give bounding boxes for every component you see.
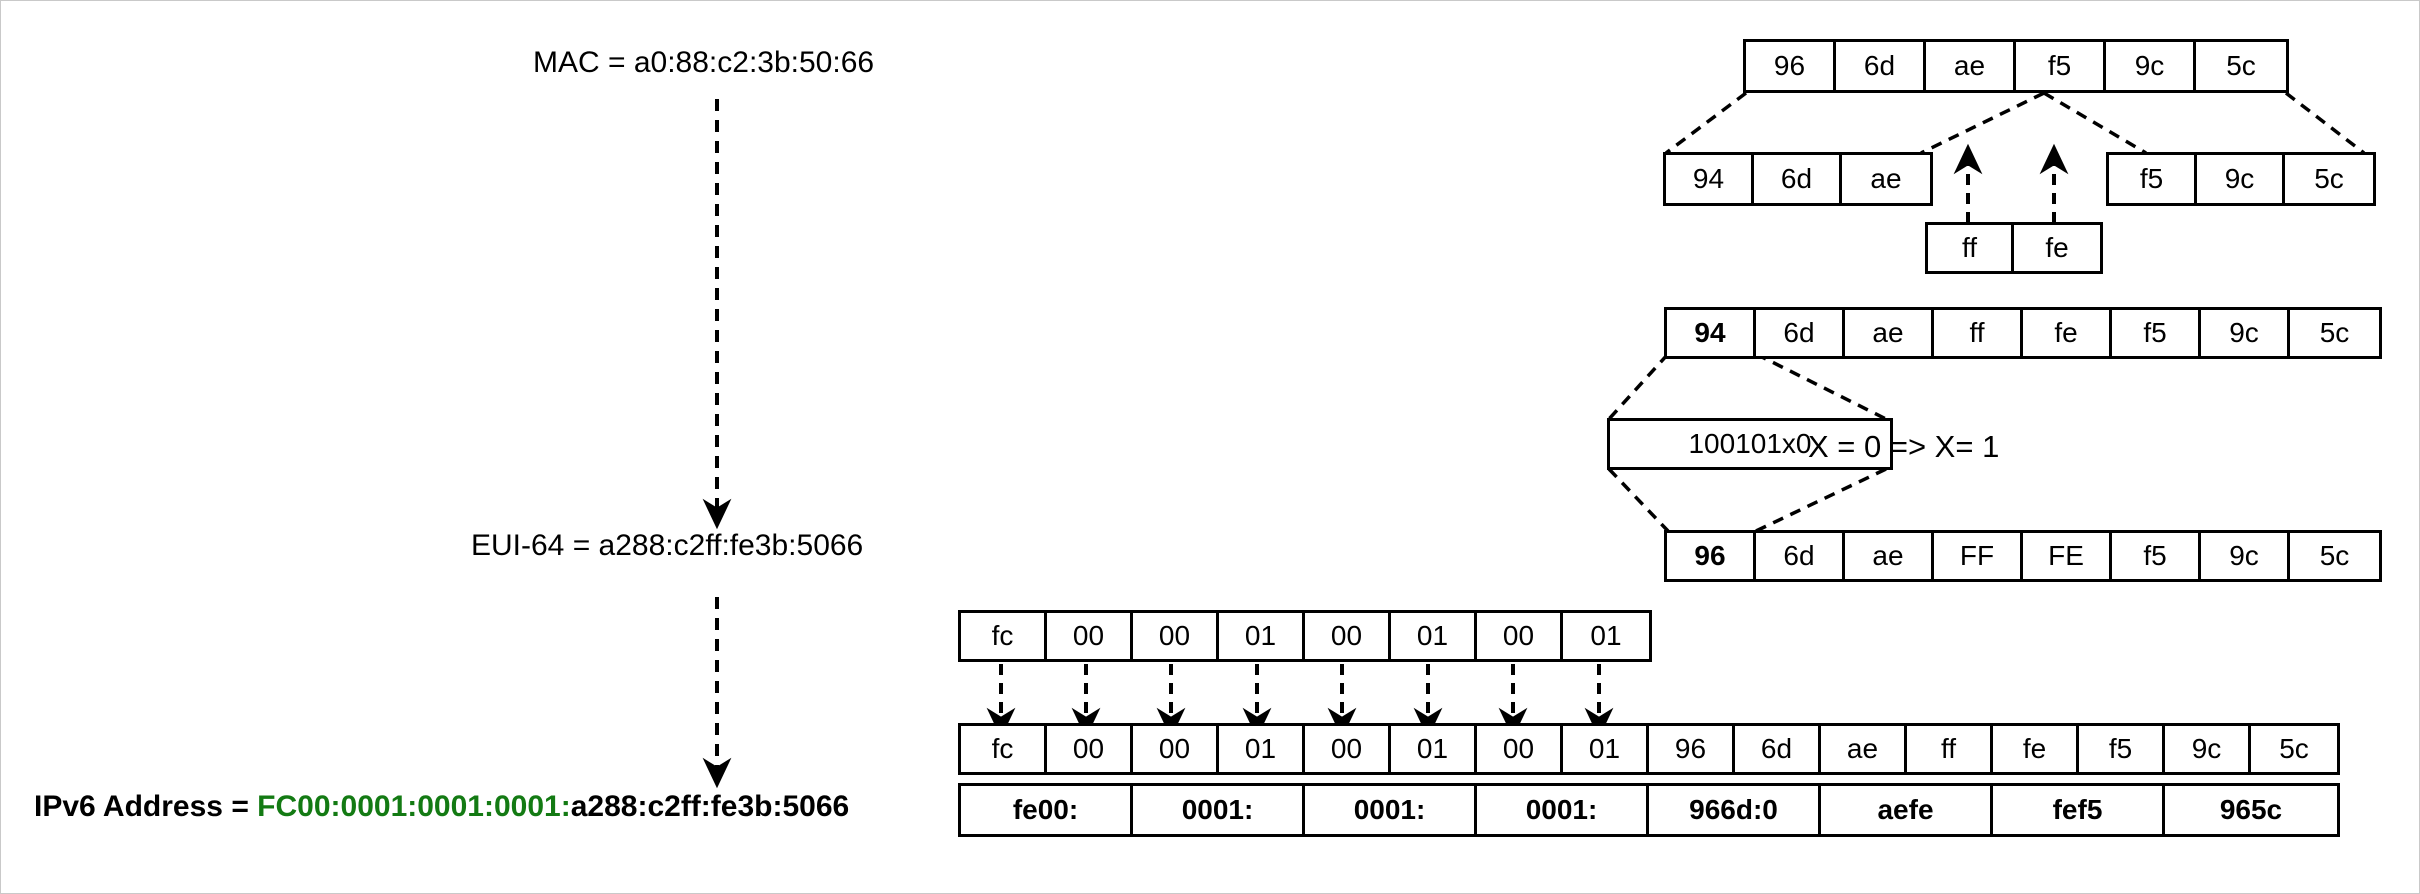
hex-cell: fe xyxy=(1993,726,2079,772)
hex-cell: 01 xyxy=(1219,726,1305,772)
hex-cell: 01 xyxy=(1563,726,1649,772)
hex-cell: 00 xyxy=(1305,726,1391,772)
bit-flip-note: X = 0 => X= 1 xyxy=(1808,429,2000,464)
hex-cell: 965c xyxy=(2165,786,2337,834)
hex-cell: ae xyxy=(1845,310,1934,356)
hex-cell: 00 xyxy=(1047,726,1133,772)
hex-cell: aefe xyxy=(1821,786,1993,834)
hex-cell: 0001: xyxy=(1133,786,1305,834)
hex-cell: fe xyxy=(2014,225,2100,271)
hex-cell: 00 xyxy=(1133,726,1219,772)
hex-cell: f5 xyxy=(2112,533,2201,579)
dash-mac-left-outer xyxy=(1664,91,1748,155)
hex-cell: 9c xyxy=(2201,533,2290,579)
mac-address-label: MAC = a0:88:c2:3b:50:66 xyxy=(533,46,875,79)
hex-cell: fc xyxy=(961,613,1047,659)
hex-cell: FF xyxy=(1934,533,2023,579)
hex-cell: 01 xyxy=(1391,726,1477,772)
eui64-address-label: EUI-64 = a288:c2ff:fe3b:5066 xyxy=(471,529,864,562)
hex-cell: 01 xyxy=(1391,613,1477,659)
hex-cell: fe00: xyxy=(961,786,1133,834)
hex-cell: 6d xyxy=(1756,533,1845,579)
hex-cell: ae xyxy=(1821,726,1907,772)
hex-cell: 5c xyxy=(2290,533,2379,579)
ipv6-address-label: IPv6 Address = FC00:0001:0001:0001:a288:… xyxy=(34,792,849,822)
hex-cell: ff xyxy=(1934,310,2023,356)
hex-cell: 94 xyxy=(1666,155,1754,203)
hex-cell: 00 xyxy=(1477,726,1563,772)
hex-cell: ae xyxy=(1845,533,1934,579)
ipv6-prefix-green-text: FC00:0001:0001:0001: xyxy=(257,790,571,823)
hex-cell: f5 xyxy=(2079,726,2165,772)
dash-mac-right-outer xyxy=(2284,91,2366,155)
hex-cell: f5 xyxy=(2109,155,2197,203)
hex-cell: fe xyxy=(2023,310,2112,356)
dash-mac-mid-left xyxy=(1920,91,2045,155)
hex-cell: ae xyxy=(1842,155,1930,203)
hex-cell: 00 xyxy=(1047,613,1133,659)
ipv6-address-label-text: IPv6 Address = xyxy=(34,790,258,823)
hex-cell: 0001: xyxy=(1477,786,1649,834)
hex-cell: 5c xyxy=(2196,42,2286,90)
dash-byte-to-binary-left xyxy=(1607,352,1670,421)
hex-cell: f5 xyxy=(2112,310,2201,356)
hex-cell: f5 xyxy=(2016,42,2106,90)
dash-byte-to-binary-right xyxy=(1755,352,1887,421)
hex-cell: fc xyxy=(961,726,1047,772)
hex-cell: 5c xyxy=(2285,155,2373,203)
hex-cell: ff xyxy=(1907,726,1993,772)
hex-cell: 00 xyxy=(1477,613,1563,659)
hex-cell: 96 xyxy=(1667,533,1756,579)
hex-cell: 6d xyxy=(1754,155,1842,203)
hex-cell: 01 xyxy=(1219,613,1305,659)
hex-cell: ff xyxy=(1928,225,2014,271)
hex-cell: 5c xyxy=(2290,310,2379,356)
hex-cell: 00 xyxy=(1133,613,1219,659)
hex-cell: 9c xyxy=(2165,726,2251,772)
hex-cell: FE xyxy=(2023,533,2112,579)
hex-cell: ae xyxy=(1926,42,2016,90)
hex-cell: 6d xyxy=(1836,42,1926,90)
ipv6-suffix-black-text: a288:c2ff:fe3b:5066 xyxy=(570,790,850,823)
hex-cell: 94 xyxy=(1667,310,1756,356)
hex-cell: 9c xyxy=(2197,155,2285,203)
hex-cell: 9c xyxy=(2201,310,2290,356)
hex-cell: fef5 xyxy=(1993,786,2165,834)
hex-cell: 01 xyxy=(1563,613,1649,659)
hex-cell: 5c xyxy=(2251,726,2337,772)
hex-cell: 00 xyxy=(1305,613,1391,659)
hex-cell: 0001: xyxy=(1305,786,1477,834)
prefix-copy-arrows xyxy=(986,664,1614,739)
dash-binary-to-byte-left xyxy=(1607,467,1670,533)
dash-mac-mid-right xyxy=(2043,91,2147,155)
hex-cell: 96 xyxy=(1649,726,1735,772)
dash-binary-to-byte-right xyxy=(1755,467,1887,533)
hex-cell: 9c xyxy=(2106,42,2196,90)
binary-octet-box: 100101x0 xyxy=(1607,418,1893,470)
hex-cell: 6d xyxy=(1735,726,1821,772)
hex-cell: 966d:0 xyxy=(1649,786,1821,834)
binary-octet-value: 100101x0 xyxy=(1610,421,1890,467)
hex-cell: 96 xyxy=(1746,42,1836,90)
hex-cell: 6d xyxy=(1756,310,1845,356)
